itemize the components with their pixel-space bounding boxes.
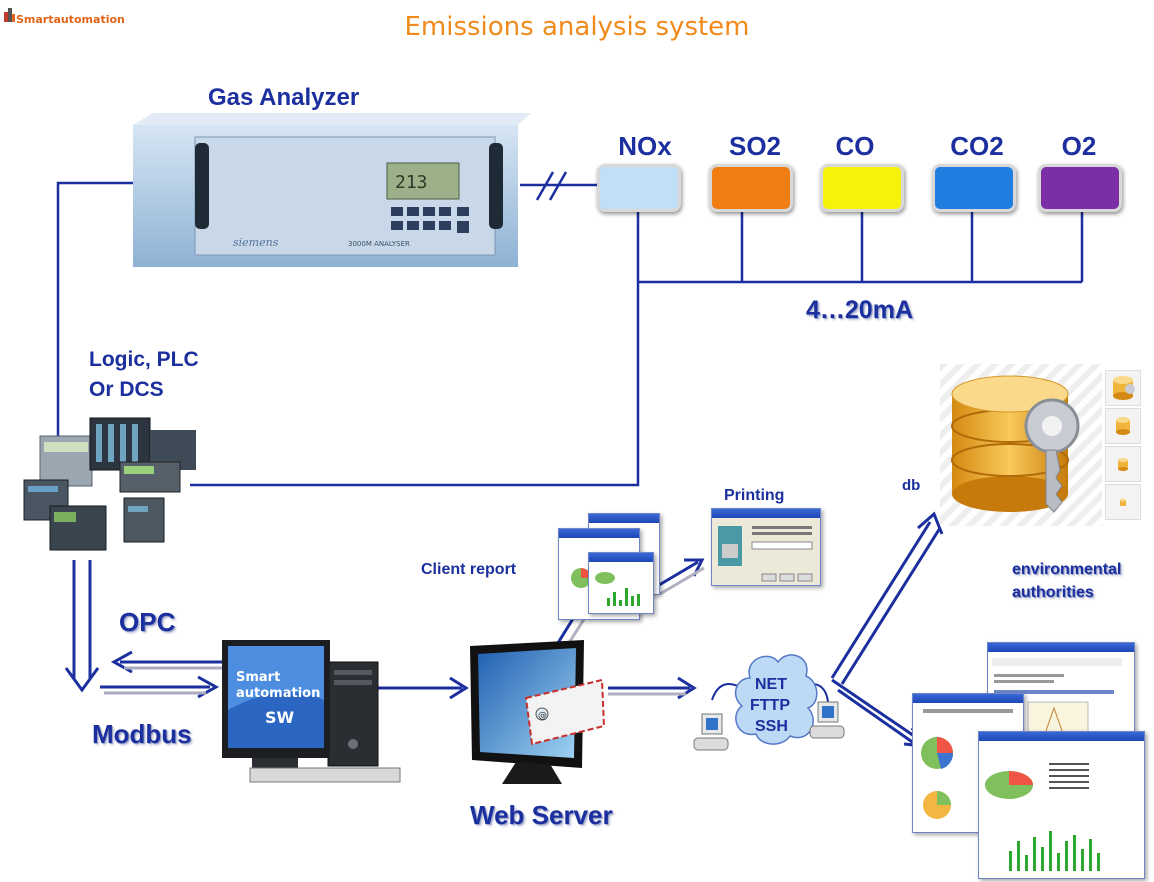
opc-label: OPC [119,607,176,637]
network-label-line3: SSH [755,718,788,735]
co-indicator [820,164,904,212]
db-label: db [902,477,921,494]
authorities-label-line2: authorities [1012,584,1094,601]
database-icon-small-variant [1105,446,1141,482]
authorities-label-line1: environmental [1012,561,1122,578]
client-report-window-3 [588,552,654,614]
network-label-line1: NET [755,676,787,693]
svg-text:@: @ [538,711,547,721]
co2-indicator [932,164,1016,212]
database-icon-large-variant [1105,370,1141,406]
sw-label-line3: SW [265,708,295,727]
print-dialog [711,508,821,586]
database-icon [940,364,1102,526]
network-label-line2: FTTP [750,697,790,714]
nox-indicator [597,164,681,212]
gas-name-so2: SO2 [728,131,782,161]
plc-label-line2: Or DCS [89,378,164,401]
analyzer-display-value: 213 [395,172,428,193]
plc-hardware [20,410,200,560]
client-computer-left [690,712,730,756]
sw-label-line1: Smart [236,670,281,685]
web-server-monitor: @ [466,640,606,788]
signal-label: 4…20mA [806,296,913,324]
o2-indicator [1038,164,1122,212]
database-icon-tiny-variant [1105,484,1141,520]
gas-name-nox: NOx [618,131,672,161]
so2-indicator [709,164,793,212]
client-report-label: Client report [421,561,517,578]
gas-name-o2: O2 [1061,131,1097,161]
svg-text:siemens: siemens [233,236,279,249]
gas-analyzer-label: Gas Analyzer [208,84,360,111]
gas-analyzer-device: 213 siemens 3000M ANALYSER [133,113,531,269]
authority-report-window-3 [978,731,1145,879]
plc-label-line1: Logic, PLC [89,348,199,371]
gas-name-co2: CO2 [950,131,1004,161]
printing-label: Printing [724,487,785,504]
svg-text:3000M ANALYSER: 3000M ANALYSER [348,240,410,248]
logo-icon [4,8,15,22]
web-server-label: Web Server [470,800,613,830]
gas-name-co: CO [835,131,875,161]
sw-label-line2: automation [236,686,321,701]
sw-computer [222,640,402,788]
logo-text: Smartautomation [16,13,125,26]
page-title: Emissions analysis system [404,12,750,42]
modbus-label: Modbus [92,719,192,749]
client-computer-right [808,700,848,744]
database-icon-medium-variant [1105,408,1141,444]
